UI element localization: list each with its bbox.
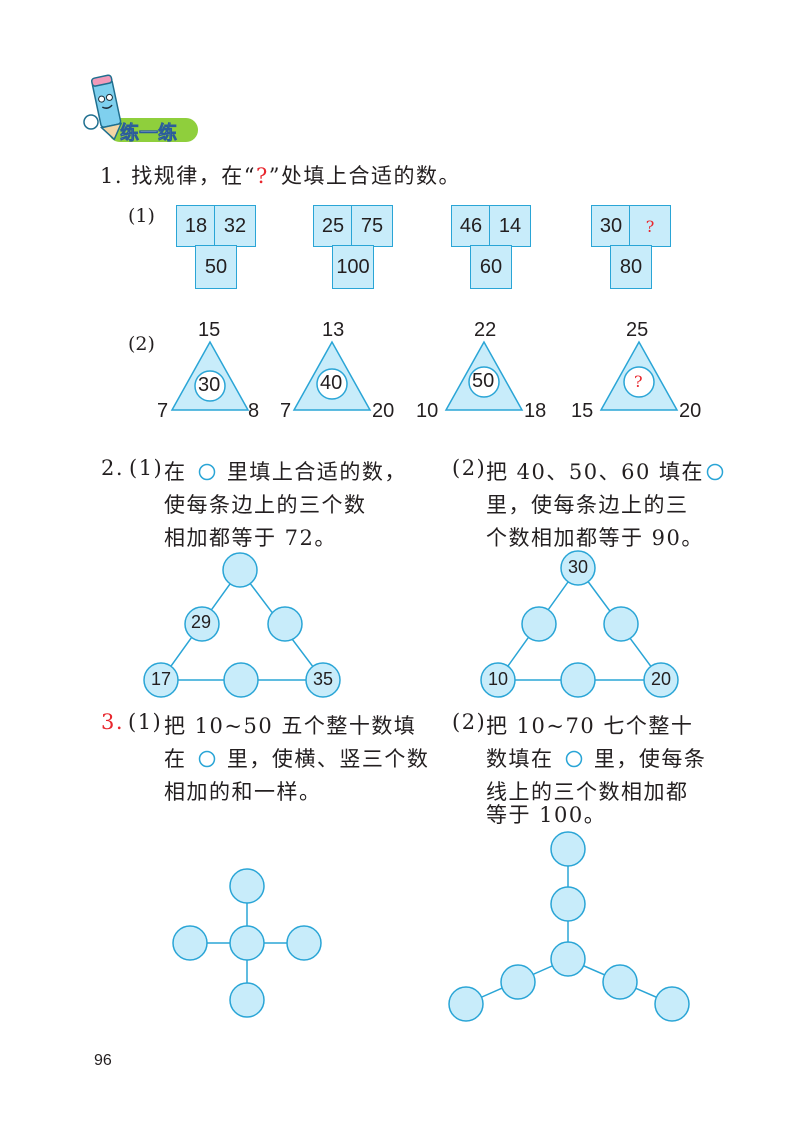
circle-value-top: 30 — [568, 557, 589, 577]
tristar-circle-figure — [448, 831, 690, 1022]
box-group: 18 32 50 — [176, 205, 256, 289]
box-top-right: 32 — [214, 205, 256, 247]
q3-part1-line3: 相加的和一样。 — [164, 780, 322, 804]
circle-value-bottom-right: 35 — [313, 669, 334, 689]
box-top-right-unknown: ? — [629, 205, 671, 247]
triangle-right-number: 20 — [372, 400, 395, 422]
box-top-left: 46 — [451, 205, 491, 247]
q2-part1-line2: 使每条边上的三个数 — [164, 493, 367, 517]
page-number: 96 — [94, 1052, 112, 1069]
triangle-figure — [444, 340, 524, 411]
q3-part2-line3: 线上的三个数相加都 — [486, 780, 689, 804]
box-bottom: 50 — [195, 245, 237, 289]
triangle-figure — [599, 340, 679, 411]
triangle-right-number: 8 — [248, 400, 260, 422]
box-top-right: 14 — [489, 205, 531, 247]
triangle-center-number: 40 — [320, 372, 343, 394]
triangle-top-number: 25 — [626, 319, 649, 341]
q2-part1-line3: 相加都等于 72。 — [164, 526, 337, 550]
q2-part1-line1: 在 里填上合适的数， — [164, 456, 407, 486]
circle-value-bottom-left: 10 — [488, 669, 509, 689]
q3-part1-line2-b: 里，使横、竖三个数 — [226, 747, 430, 771]
q2-part1-line1-b: 里填上合适的数， — [226, 460, 407, 484]
triangle-top-number: 13 — [322, 319, 345, 341]
box-bottom: 80 — [610, 245, 652, 289]
q3-number: 3. — [101, 710, 125, 734]
q1-part1-label: (1) — [128, 205, 155, 227]
triangle-left-number: 7 — [157, 400, 169, 422]
q2-part2-line2: 里，使每条边上的三 — [486, 493, 689, 517]
practice-badge-label: 练一练 — [120, 123, 178, 145]
blank-circle-icon — [198, 463, 215, 481]
q1-title: 1. 找规律，在“?”处填上合适的数。 — [100, 160, 461, 190]
triangle-right-number: 18 — [524, 400, 547, 422]
q3-part2-line2: 数填在 里，使每条 — [486, 743, 706, 773]
circle-triangle-figure — [143, 552, 341, 698]
q2-part1-label: (1) — [129, 456, 164, 480]
box-top-left: 25 — [313, 205, 353, 247]
pencil-mascot-icon — [83, 74, 198, 142]
circle-value-bottom-right: 20 — [651, 669, 672, 689]
q3-part1-line2: 在 里，使横、竖三个数 — [164, 743, 429, 773]
q2-part2-label: (2) — [452, 456, 487, 480]
q3-part2-line4: 等于 100。 — [486, 803, 607, 827]
circle-value-left-mid: 29 — [191, 612, 212, 632]
box-group: 46 14 60 — [451, 205, 531, 289]
q2-part2-line3: 个数相加都等于 90。 — [486, 526, 704, 550]
q3-part1-label: (1) — [128, 710, 163, 734]
triangle-figure — [170, 340, 250, 411]
q3-part2-line2-a: 数填在 — [486, 747, 554, 771]
circle-value-bottom-left: 17 — [151, 669, 172, 689]
triangle-left-number: 7 — [280, 400, 292, 422]
triangle-center-unknown: ? — [634, 372, 643, 391]
q1-title-mark: ? — [255, 164, 269, 188]
triangle-top-number: 15 — [198, 319, 221, 341]
triangle-center-number: 50 — [472, 370, 495, 392]
q3-part1-line1: 把 10~50 五个整十数填 — [164, 714, 417, 738]
cross-circle-figure — [172, 868, 322, 1018]
triangle-left-number: 15 — [571, 400, 594, 422]
q2-part2-line1: 把 40、50、60 填在 — [486, 456, 724, 486]
box-bottom: 60 — [470, 245, 512, 289]
q1-title-pre: 1. 找规律，在“ — [100, 164, 256, 188]
q1-part2-label: (2) — [128, 333, 155, 355]
triangle-center-number: 30 — [198, 374, 221, 396]
q1-title-post: ”处填上合适的数。 — [268, 164, 461, 188]
box-top-right: 75 — [351, 205, 393, 247]
q3-part1-line2-a: 在 — [164, 747, 187, 771]
box-top-left: 30 — [591, 205, 631, 247]
q2-number: 2. — [101, 456, 125, 480]
blank-circle-icon — [565, 750, 582, 768]
q3-part2-label: (2) — [452, 710, 487, 734]
box-group: 25 75 100 — [313, 205, 393, 289]
q3-part2-line2-b: 里，使每条 — [593, 747, 707, 771]
triangle-right-number: 20 — [679, 400, 702, 422]
q3-part2-line1: 把 10~70 七个整十 — [486, 714, 694, 738]
blank-circle-icon — [198, 750, 215, 768]
triangle-figure — [292, 340, 372, 411]
triangle-top-number: 22 — [474, 319, 497, 341]
blank-circle-icon — [706, 463, 724, 481]
q2-part1-line1-a: 在 — [164, 460, 187, 484]
circle-triangle-figure — [480, 550, 679, 698]
triangle-left-number: 10 — [416, 400, 439, 422]
box-bottom: 100 — [332, 245, 374, 289]
box-top-left: 18 — [176, 205, 216, 247]
q2-part2-line1-text: 把 40、50、60 填在 — [486, 460, 705, 484]
practice-badge: 练一练 — [82, 74, 198, 144]
box-group: 30 ? 80 — [591, 205, 671, 289]
